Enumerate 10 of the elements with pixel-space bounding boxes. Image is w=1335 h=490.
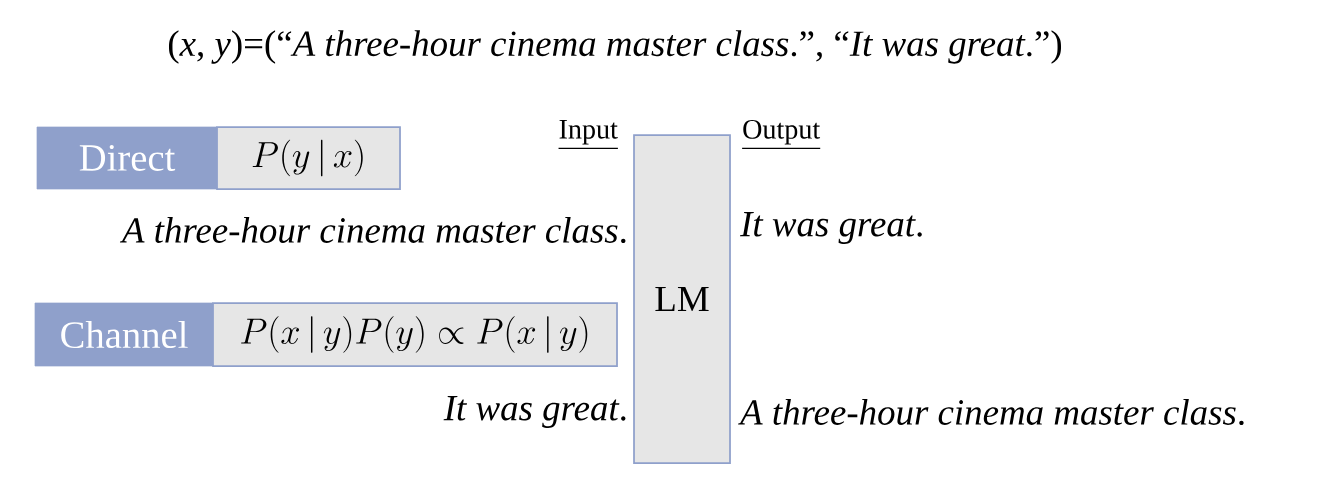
column-heading: Output bbox=[741, 119, 821, 149]
column-heading: Input bbox=[558, 120, 619, 149]
title: (x, y)=(“A three-hour cinema master class.”, “It was great.”) bbox=[169, 30, 1062, 64]
label-box: Direct bbox=[36, 126, 218, 190]
formula-box: $P(x\,|\,y)P(y) \propto P(x\,|\,y)$ bbox=[212, 302, 618, 367]
formula-box: $P(y\,|\,x)$ bbox=[216, 126, 401, 190]
label-box: Channel bbox=[34, 302, 214, 367]
example-sentence: A three-hour cinema master class. bbox=[119, 216, 626, 244]
model-box: LM bbox=[633, 134, 731, 464]
example-sentence: It was great. bbox=[443, 396, 626, 428]
